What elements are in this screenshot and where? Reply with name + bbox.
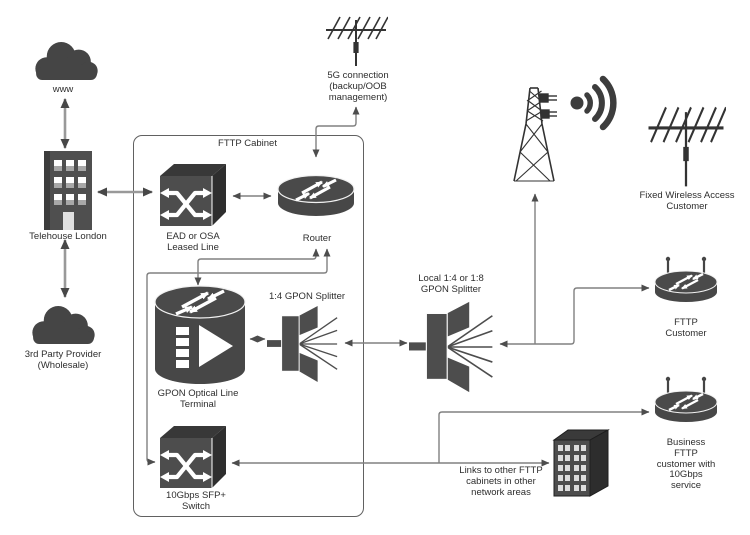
third-party-label: 3rd Party Provider (Wholesale) (24, 349, 102, 371)
gpon-splitter-1-4-label: 1:4 GPON Splitter (268, 291, 346, 302)
other-cabinets-label: Links to other FTTP cabinets in other ne… (459, 465, 543, 498)
telehouse-label: Telehouse London (29, 231, 107, 242)
cell-tower-icon (507, 86, 561, 191)
gpon-olt-icon (152, 283, 248, 391)
telehouse-building-icon (42, 151, 94, 239)
third-party-cloud-icon (24, 300, 100, 355)
5g-connection-label: 5G connection (backup/OOB management) (327, 70, 389, 103)
fixed-wireless-label: Fixed Wireless Access Customer (639, 190, 735, 212)
router-label: Router (302, 233, 332, 244)
5g-antenna-icon (324, 6, 389, 73)
wifi-signal-icon (569, 74, 625, 137)
local-splitter-label: Local 1:4 or 1:8 GPON Splitter (418, 273, 484, 295)
fixed-wireless-antenna-icon (646, 90, 727, 193)
fttp-customer-label: FTTP Customer (665, 317, 707, 339)
www-label: www (52, 84, 74, 95)
sfp-switch-icon (158, 424, 228, 495)
gpon-olt-label: GPON Optical Line Terminal (157, 388, 239, 410)
router-icon (276, 166, 356, 231)
connector-router-sfp-switch (146, 248, 331, 466)
connector-branch-business-customer (438, 408, 650, 463)
connector-router-5g (312, 106, 360, 158)
fttp-customer-router-icon (653, 254, 719, 319)
connector-local-splitter-fttp-customer (499, 284, 650, 348)
fttp-cabinet-title: FTTP Cabinet (218, 138, 277, 149)
ead-switch-icon (158, 162, 228, 233)
business-customer-label: Business FTTP customer with 10Gbps servi… (656, 437, 716, 492)
www-cloud-icon (27, 36, 103, 91)
gpon-splitter-1-4-icon (267, 306, 341, 387)
ead-osa-label: EAD or OSA Leased Line (166, 231, 220, 253)
sfp-switch-label: 10Gbps SFP+ Switch (166, 490, 226, 512)
connector-router-olt (194, 248, 320, 286)
business-customer-router-icon (653, 374, 719, 439)
other-cabinets-building-icon (552, 428, 614, 503)
local-gpon-splitter-icon (409, 301, 497, 398)
fttp-cabinet-box (133, 135, 364, 517)
